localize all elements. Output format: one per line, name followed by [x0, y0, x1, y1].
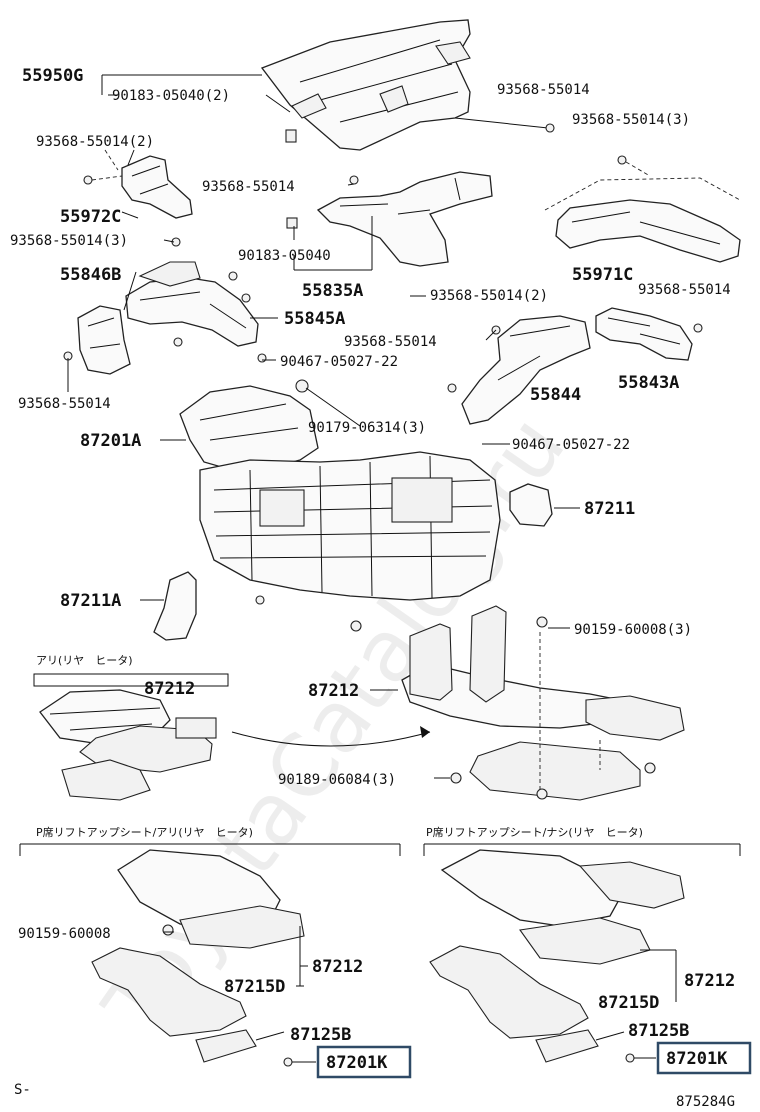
label-55846B[interactable]: 55846B [60, 265, 121, 285]
part-drawing-lift-up-without-heater [423, 843, 741, 1063]
corner-mark: S- [14, 1082, 31, 1098]
label-87215D-right[interactable]: 87215D [598, 993, 659, 1013]
highlight-box-87201K-right [656, 1041, 752, 1075]
diagram-code: 875284G [676, 1094, 735, 1110]
label-87211[interactable]: 87211 [584, 499, 635, 519]
part-drawing-55835A [286, 171, 493, 267]
label-90183-05040-2[interactable]: 90183-05040(2) [112, 88, 230, 104]
label-55843A[interactable]: 55843A [618, 373, 679, 393]
label-90183-05040[interactable]: 90183-05040 [238, 248, 331, 264]
label-90159-60008[interactable]: 90159-60008 [18, 926, 111, 942]
label-87212-b[interactable]: 87212 [308, 681, 359, 701]
label-93568-55014-2b[interactable]: 93568-55014(2) [430, 288, 548, 304]
label-93568-55014-3-left[interactable]: 93568-55014(3) [10, 233, 128, 249]
transition-arrow [231, 731, 431, 747]
label-87215D-left[interactable]: 87215D [224, 977, 285, 997]
label-87212-c[interactable]: 87212 [312, 957, 363, 977]
label-87212-a[interactable]: 87212 [144, 679, 195, 699]
section-label-lift-up-with: P席リフトアップシート/アリ(リヤ ヒータ) [36, 825, 253, 839]
part-drawing-87211A [153, 571, 197, 641]
section-label-rear-heater: アリ(リヤ ヒータ) [36, 654, 133, 667]
part-drawing-87212-rear-heater [33, 673, 229, 801]
label-87201A[interactable]: 87201A [80, 431, 141, 451]
label-90189-06084-3[interactable]: 90189-06084(3) [278, 772, 396, 788]
arrow-head [420, 726, 430, 738]
label-93568-55014-l[interactable]: 93568-55014 [18, 396, 111, 412]
highlight-box-87201K-left [316, 1045, 412, 1079]
label-90467-05027-22-b[interactable]: 90467-05027-22 [512, 437, 630, 453]
part-drawing-55844 [447, 315, 591, 425]
section-label-lift-up-without: P席リフトアップシート/ナシ(リヤ ヒータ) [426, 825, 643, 839]
part-drawing-55843A [595, 307, 703, 361]
label-90179-06314-3[interactable]: 90179-06314(3) [308, 420, 426, 436]
label-93568-55014-c[interactable]: 93568-55014 [344, 334, 437, 350]
label-93568-55014-r2[interactable]: 93568-55014 [638, 282, 731, 298]
label-55844[interactable]: 55844 [530, 385, 581, 405]
part-drawing-heater-unit [179, 379, 501, 632]
label-55950G[interactable]: 55950G [22, 66, 83, 86]
label-93568-55014-3-right[interactable]: 93568-55014(3) [572, 112, 690, 128]
part-drawing-55846B [77, 305, 131, 375]
label-90467-05027-22-a[interactable]: 90467-05027-22 [280, 354, 398, 370]
label-55835A[interactable]: 55835A [302, 281, 363, 301]
label-87125B-left[interactable]: 87125B [290, 1025, 351, 1045]
leader-lines [67, 74, 677, 1063]
part-drawing-55971C [544, 123, 741, 263]
part-drawing-55972C [83, 149, 193, 219]
label-87201K-left[interactable]: 87201K [326, 1053, 388, 1073]
label-93568-55014-top[interactable]: 93568-55014 [497, 82, 590, 98]
label-55972C[interactable]: 55972C [60, 207, 121, 227]
label-55845A[interactable]: 55845A [284, 309, 345, 329]
part-drawing-87211 [509, 483, 553, 527]
label-87211A[interactable]: 87211A [60, 591, 121, 611]
label-93568-55014-mid[interactable]: 93568-55014 [202, 179, 295, 195]
label-87201K-right[interactable]: 87201K [666, 1049, 728, 1069]
label-55971C[interactable]: 55971C [572, 265, 633, 285]
part-drawing-55845A [63, 237, 267, 363]
part-drawing-lift-up-with-heater [19, 843, 401, 1067]
label-87212-d[interactable]: 87212 [684, 971, 735, 991]
label-90159-60008-3[interactable]: 90159-60008(3) [574, 622, 692, 638]
label-87125B-right[interactable]: 87125B [628, 1021, 689, 1041]
part-drawing-87212-main [401, 605, 685, 801]
part-drawing-55950G [260, 19, 549, 151]
label-93568-55014-2[interactable]: 93568-55014(2) [36, 134, 154, 150]
